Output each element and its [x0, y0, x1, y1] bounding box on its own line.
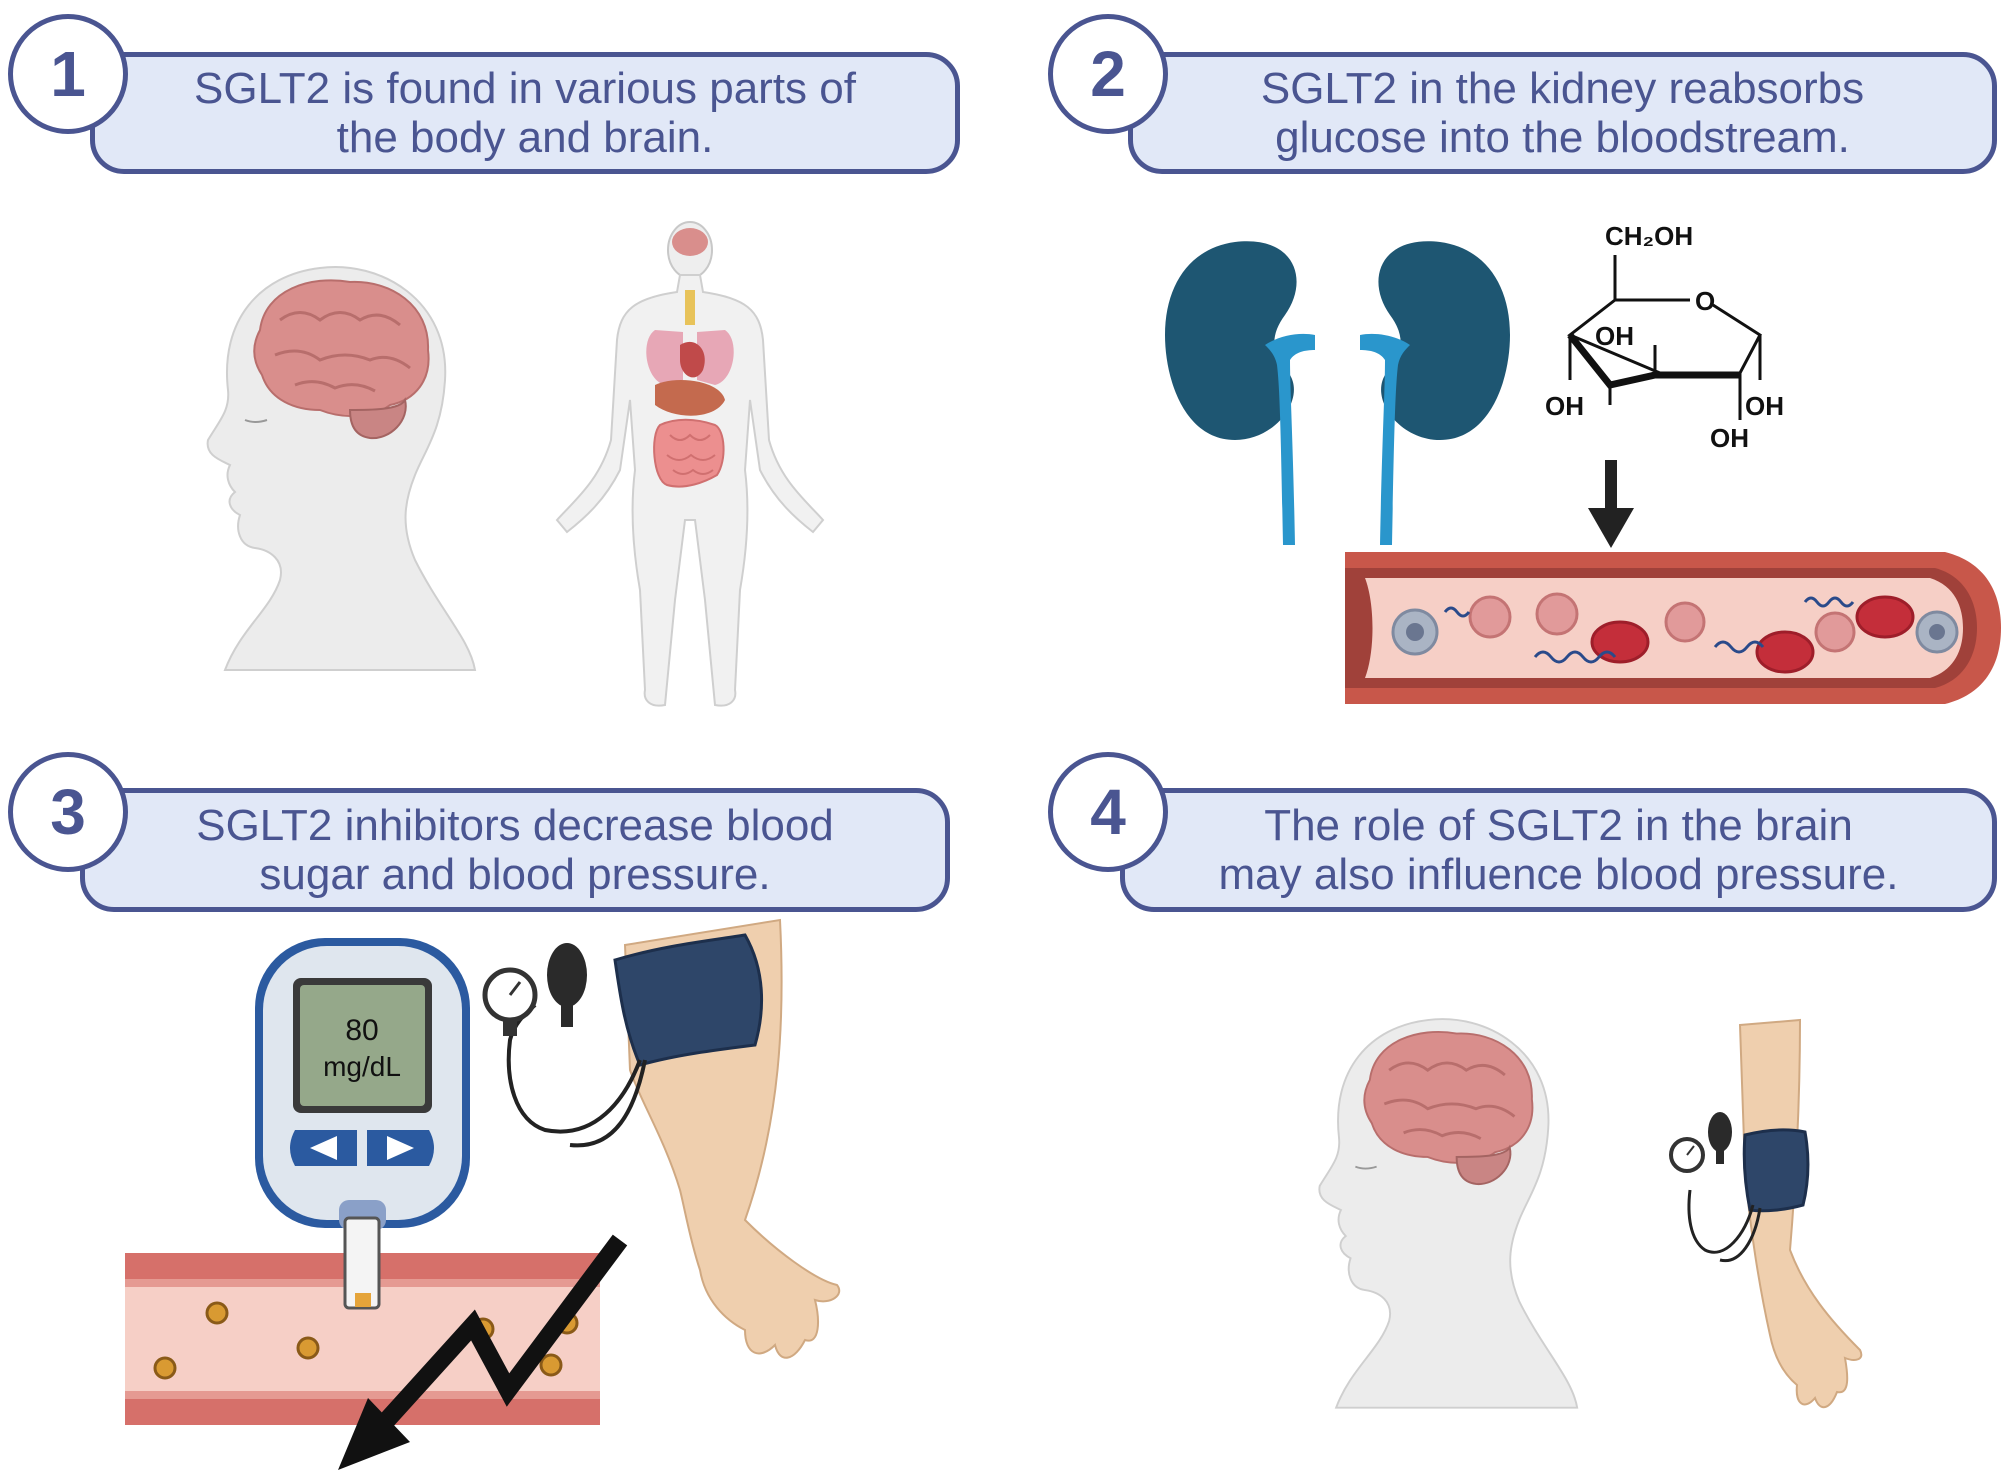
left-kidney-icon	[1165, 241, 1297, 440]
caption-line: SGLT2 in the kidney reabsorbs	[1260, 64, 1865, 113]
ch2oh-label: CH₂OH	[1605, 221, 1693, 251]
red-blood-cell-icon	[1855, 595, 1915, 639]
bulb-pump-icon	[1708, 1112, 1732, 1164]
glucose-dot-icon	[205, 1301, 229, 1325]
glucose-meter-illustration: 80 mg/dL	[255, 938, 470, 1310]
oh-label: OH	[1545, 391, 1584, 421]
kidneys-illustration	[1165, 241, 1510, 545]
platelet-icon	[1664, 601, 1706, 643]
chevron-right-icon	[387, 1136, 414, 1160]
panel-1-caption: SGLT2 is found in various parts of the b…	[90, 52, 960, 174]
step-number-4: 4	[1048, 752, 1168, 872]
glucose-dot-icon	[296, 1336, 320, 1360]
dna-strand-icon	[1533, 650, 1617, 664]
decrease-arrow-icon	[338, 1234, 628, 1470]
caption-line: SGLT2 is found in various parts of	[194, 64, 856, 113]
platelet-icon	[1468, 595, 1512, 639]
dna-strand-icon	[1803, 596, 1855, 608]
white-blood-cell-icon	[1915, 610, 1959, 654]
brain-icon	[1363, 1030, 1534, 1164]
down-arrow-icon	[1588, 460, 1634, 548]
right-kidney-icon	[1378, 241, 1510, 440]
brain-icon	[253, 279, 430, 418]
platelet-icon	[1814, 611, 1856, 653]
caption-line: SGLT2 inhibitors decrease blood	[196, 801, 834, 850]
arm	[1738, 1018, 1863, 1408]
glucose-dot-icon	[539, 1353, 563, 1377]
pressure-gauge-icon	[482, 967, 538, 1036]
caption-line: the body and brain.	[336, 113, 714, 162]
step-number-2: 2	[1048, 14, 1168, 134]
step-number-1: 1	[8, 14, 128, 134]
glucose-dot-icon	[153, 1356, 177, 1380]
red-blood-cell-icon	[1755, 630, 1815, 674]
ring-oxygen-label: O	[1695, 286, 1715, 316]
blood-pressure-arm-illustration	[1669, 1018, 1863, 1408]
platelet-icon	[1535, 592, 1579, 636]
oh-label: OH	[1710, 423, 1749, 453]
dna-strand-icon	[1713, 640, 1765, 654]
panel-3-caption: SGLT2 inhibitors decrease blood sugar an…	[80, 788, 950, 912]
brain-icon	[672, 228, 708, 256]
white-blood-cell-icon	[1391, 608, 1439, 656]
step-number-3: 3	[8, 752, 128, 872]
blood-pressure-arm-illustration	[482, 918, 841, 1359]
right-ureter	[1360, 333, 1410, 545]
bp-cuff	[613, 933, 763, 1067]
chevron-left-icon	[310, 1136, 337, 1160]
dna-strand-icon	[1443, 606, 1471, 618]
caption-line: may also influence blood pressure.	[1218, 850, 1899, 899]
caption-line: sugar and blood pressure.	[259, 850, 771, 899]
human-body-organs-illustration	[555, 221, 825, 707]
meter-reading: 80	[345, 1014, 378, 1047]
left-ureter	[1265, 333, 1315, 545]
meter-unit: mg/dL	[323, 1051, 401, 1082]
panel-2-caption: SGLT2 in the kidney reabsorbs glucose in…	[1128, 52, 1997, 174]
bulb-pump-icon	[547, 943, 587, 1027]
oh-label: OH	[1595, 321, 1634, 351]
oh-label: OH	[1745, 391, 1784, 421]
pressure-gauge-icon	[1669, 1137, 1705, 1173]
bp-cuff	[1742, 1128, 1810, 1213]
blood-vessel-illustration	[1345, 552, 2001, 704]
caption-line: The role of SGLT2 in the brain	[1264, 801, 1853, 850]
panel-4-caption: The role of SGLT2 in the brain may also …	[1120, 788, 1997, 912]
caption-line: glucose into the bloodstream.	[1275, 113, 1850, 162]
head-brain-illustration	[206, 266, 477, 671]
glucose-molecule: CH₂OH O OH OH OH OH	[1545, 221, 1784, 453]
head-brain-illustration	[1318, 1018, 1579, 1409]
